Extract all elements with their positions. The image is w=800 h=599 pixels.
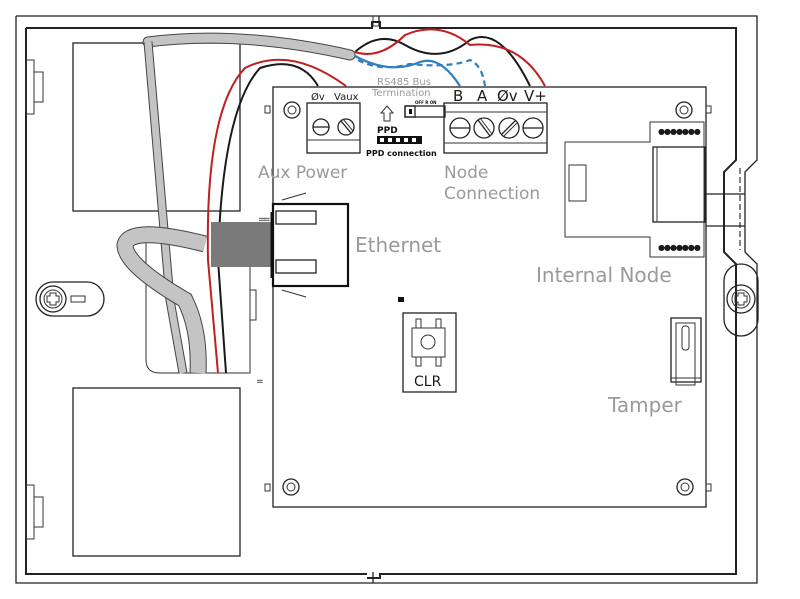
main-pcb [272,86,707,508]
wire-aux-black [216,63,319,374]
node-connection-label-line1: Node [444,163,488,183]
node-pins-top: ●●●●●●● [658,127,701,136]
terminal-screw-vaux [337,118,355,136]
jack-marker: = [263,215,271,225]
slot-outline [723,263,759,337]
enclosure-top-notch [16,15,380,27]
mounting-slot-right [723,263,759,337]
hinge-tab-top-inner [33,71,44,103]
ppd-connection-label: PPD connection [366,149,437,158]
psu-box-bottom [72,387,241,557]
pcb-mount-hole-bl [264,478,300,496]
cable-tray [145,228,251,374]
clr-button[interactable]: CLR [402,312,457,393]
phillips-screw-icon [46,292,60,306]
node-terminal-vplus-label: V+ [524,87,547,105]
screw-head-inner [43,289,63,309]
slot-key [70,295,86,303]
hinge-tab-top [25,59,35,115]
aux-terminal-vaux-label: Vaux [334,92,359,103]
node-connection-label-line2: Connection [444,184,540,204]
wire-node-red [354,28,546,87]
screw-head-inner [731,289,751,309]
screw-head-outer [39,285,67,313]
node-board [564,121,705,258]
clr-switch-body [411,327,446,358]
termination-switch[interactable]: OFF R ON [404,100,446,118]
tamper-switch[interactable] [670,317,702,386]
clr-switch-knob [420,334,436,350]
switch-knob [409,109,412,114]
tray-marker-top: = [258,215,266,225]
grey-cable-bundle [116,32,356,374]
rs485-label-line2: Termination [371,88,431,99]
node-terminal-b-label: B [453,87,463,105]
mounting-slot-left [35,281,105,317]
terminal-screw-0v [498,117,520,139]
aux-terminal-0v-label: Øv [311,91,325,103]
pcb-mount-hole-tr [675,101,712,119]
enclosure-inner-wall [25,21,737,579]
node-connector [652,146,706,223]
phillips-screw-icon [734,292,748,306]
pcb-mount-hole-br [676,478,712,496]
ppd-label: PPD [377,126,398,136]
terminal-housing [306,102,361,154]
ethernet-jack [271,202,350,288]
aux-power-label: Aux Power [258,163,347,183]
ethernet-plug [211,222,273,267]
clr-led-indicator [398,297,404,302]
wire-node-black [354,36,531,87]
clr-label: CLR [414,374,442,390]
node-bracket [706,193,745,227]
tray-clip [250,289,257,321]
hinge-tab-bottom-inner [33,496,44,528]
tamper-plunger [675,322,696,386]
ppd-connector[interactable] [377,136,422,144]
termination-switch-label: OFF R ON [415,100,436,105]
hinge-tab-bottom [25,484,35,540]
tray-marker-bottom: = [256,377,264,387]
arrow-up-icon [379,105,395,122]
enclosure [15,15,758,584]
terminal-screw-a [473,117,495,139]
slot-outline [35,281,105,317]
node-terminal-a-label: A [477,87,488,105]
internal-node-label: Internal Node [536,263,672,287]
wire-aux-red [206,58,347,374]
tamper-housing [670,317,702,383]
internal-node-module: ●●●●●●● ●●●●●●● [564,121,745,258]
ethernet-connector[interactable]: = [211,192,350,298]
node-terminal-0v-label: Øv [497,87,518,105]
node-terminal-block: B A Øv V+ [443,87,548,154]
tamper-label: Tamper [607,393,683,417]
screw-head-outer [726,284,756,314]
enclosure-outline-bottom-left [15,16,758,584]
terminal-housing [443,102,548,154]
aux-power-terminal-block: Øv Vaux [306,91,361,154]
wire-node-blue-a-dashed [357,58,487,87]
node-pins-bottom: ●●●●●●● [658,243,701,252]
rs485-label-line1: RS485 Bus [377,77,431,88]
node-chip [568,164,587,202]
pcb-mount-hole-tl [264,101,301,119]
jack-latch-bottom [275,259,317,274]
wire-node-blue-b [354,55,461,87]
clr-outline [402,312,457,393]
tamper-lever [681,325,690,351]
jack-latch-top [275,210,317,225]
ethernet-label: Ethernet [355,233,441,257]
